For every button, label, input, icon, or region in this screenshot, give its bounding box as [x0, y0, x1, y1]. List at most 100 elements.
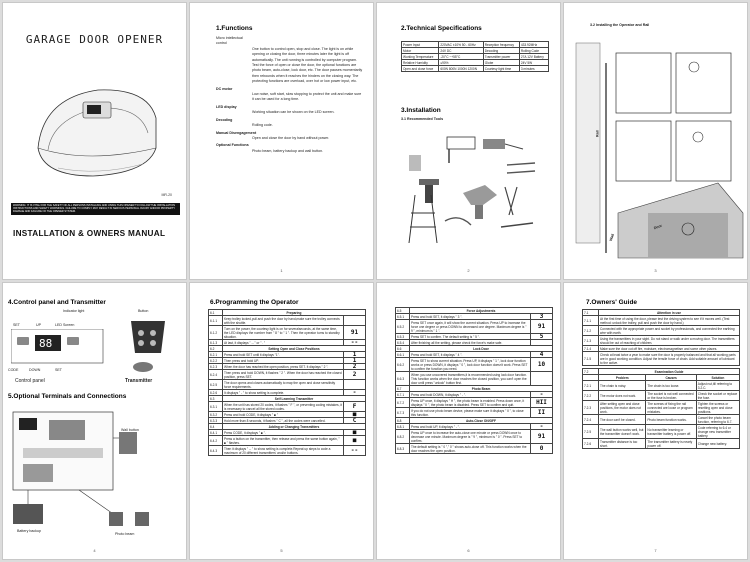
rail-install-diagram: [575, 42, 744, 259]
function-value: Rolling code.: [252, 123, 273, 128]
exam-cell: 7.2.3: [582, 400, 599, 415]
exam-cell: Change new battery.: [695, 438, 741, 449]
function-key: DC motor: [216, 86, 233, 91]
spec-cell: 3 minutes: [518, 65, 550, 72]
transmitter-figure: [131, 321, 165, 372]
step-number: 6.8.2: [395, 429, 410, 444]
lcd-display: --: [343, 445, 366, 456]
lcd-display: [343, 315, 366, 326]
step-text: If you do not use photo beam device, ple…: [409, 407, 531, 418]
functions-heading: 1.Functions: [216, 25, 253, 32]
page-number: 4: [93, 548, 96, 553]
exam-cell: Tighten the screws or resetting open and…: [695, 400, 741, 415]
step-text: When you use uncovered transmitters,it i…: [409, 371, 531, 386]
attention-number: 7.1.3: [582, 335, 599, 346]
function-key: Decoding: [216, 117, 233, 122]
rail-label: Rail: [595, 130, 600, 137]
exam-cell: 7.2.1: [582, 380, 599, 391]
function-value: Open and close the door by hand without …: [252, 135, 330, 140]
page-number: 1: [280, 268, 283, 273]
exam-cell: 7.2.6: [582, 438, 599, 449]
page-number: 7: [654, 548, 657, 553]
exam-cell: The wall button works well, but the tran…: [597, 424, 647, 439]
attention-text: At the first time of using the door, ple…: [598, 315, 740, 326]
step-number: 6.2.5: [208, 379, 223, 390]
lcd-display: -: [530, 391, 553, 398]
exam-cell: The screws of fixing the rail connected …: [645, 400, 697, 415]
spec-cell: 600N 800N 1000N 1200N: [438, 65, 484, 72]
lcd-display: 2: [343, 369, 366, 380]
step-number: 6.2.4: [208, 369, 223, 380]
lcd-display: 91: [530, 429, 553, 444]
control-panel-page: 4.Control panel and Transmitter Indicato…: [2, 282, 187, 560]
exam-cell: The socket is not well connected or the …: [645, 390, 697, 401]
lcd-display: HII: [530, 397, 553, 408]
step-text: Press a button on the transmitter, then …: [222, 435, 344, 446]
button-label: Button: [138, 309, 149, 313]
function-key: Optional Functions: [216, 143, 249, 148]
attention-text: Connected with the appropriate power and…: [598, 325, 740, 336]
step-text: Then it displays " -- " to show setting …: [222, 445, 344, 456]
step-number: 6.1.2: [208, 325, 223, 340]
led-label: LED Screen: [55, 323, 75, 327]
spec-cell: Open and close force: [400, 65, 440, 72]
lcd-display: 91: [343, 325, 366, 340]
lcd-display: ■: [343, 435, 366, 446]
cover-page: GARAGE DOOR OPENER MR-20 WARNING: IT IS …: [2, 2, 187, 280]
exam-cell: 7.2.2: [582, 390, 599, 401]
control-panel-heading: 4.Control panel and Transmitter: [8, 299, 106, 306]
exam-cell: The chain is noisy.: [597, 380, 647, 391]
tools-illustration: [408, 136, 536, 244]
step-number: 6.7.2: [395, 397, 410, 408]
programming-heading: 6.Programming the Operator: [210, 299, 299, 306]
step-text: Then press and hold DOWN, it flashes " 2…: [222, 369, 344, 380]
lcd-display: 91: [530, 319, 553, 334]
lcd-display: -: [343, 389, 366, 396]
page-number: 5: [280, 548, 283, 553]
terminals-heading: 5.Optional Terminals and Connections: [8, 393, 127, 400]
step-text: Press UP once to increase the auto-close…: [409, 429, 531, 444]
function-value: One button to control open, stop and clo…: [252, 46, 363, 84]
cover-title: GARAGE DOOR OPENER: [25, 33, 164, 46]
down-label: DOWN: [29, 368, 41, 372]
exam-cell: Photo beam function works.: [645, 414, 697, 425]
exam-cell: The chain is too loose.: [645, 380, 697, 391]
step-number: 6.1.1: [208, 315, 223, 326]
lcd-display: F: [343, 401, 366, 412]
exam-cell: The transmitter battery is nearly power …: [645, 438, 697, 449]
attention-number: 7.1.1: [582, 315, 599, 326]
lcd-display: II: [530, 407, 553, 418]
exam-cell: After setting open and close positions, …: [597, 400, 647, 415]
specs-heading: 2.Technical Specifications: [401, 25, 482, 32]
step-text: Keep trolley locked,pull and push the do…: [222, 315, 344, 326]
indicator-label: Indicator light: [63, 309, 85, 313]
step-text: Press UP once, it displays " H ", the ph…: [409, 397, 531, 408]
attention-text: Check at least twice a year to make sure…: [598, 351, 740, 366]
exam-cell: The motor does not work.: [597, 390, 647, 401]
svg-text:88: 88: [39, 337, 52, 350]
step-text: The default setting is " 0 "," 0 " shows…: [409, 443, 531, 454]
lcd-display: -: [530, 423, 553, 430]
lcd-display: 2: [343, 363, 366, 370]
